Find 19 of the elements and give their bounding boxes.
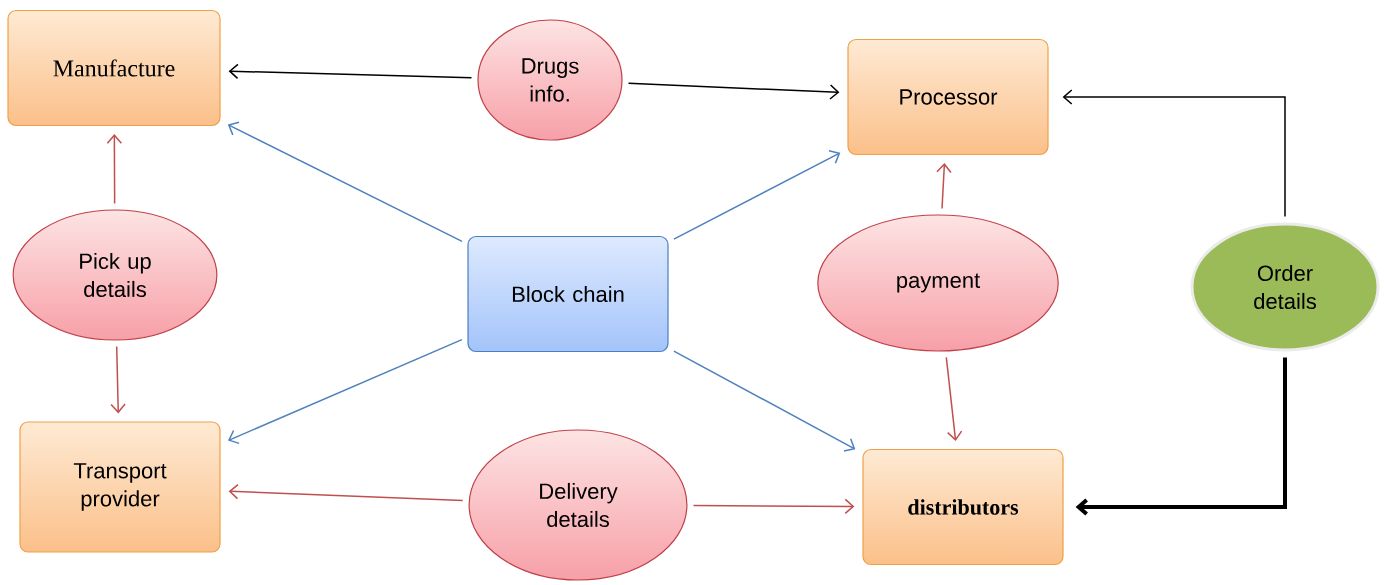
process-box: Manufacture [7, 9, 221, 127]
arrow [1075, 357, 1287, 516]
process-box: Processor [847, 38, 1049, 156]
arrow [227, 338, 463, 445]
arrow [106, 134, 123, 205]
process-box: Block chain [467, 235, 669, 353]
arrow [110, 345, 126, 414]
arrow [936, 163, 952, 210]
arrow [1062, 89, 1286, 218]
arrow [692, 498, 855, 515]
arrow [227, 121, 463, 243]
arrow [228, 483, 464, 502]
process-box: distributors [862, 448, 1064, 566]
process-box: Transport provider [19, 421, 221, 553]
arrow [673, 149, 841, 240]
arrow [627, 82, 840, 100]
arrow [945, 356, 963, 441]
arrow [673, 350, 856, 452]
arrow [228, 63, 473, 80]
